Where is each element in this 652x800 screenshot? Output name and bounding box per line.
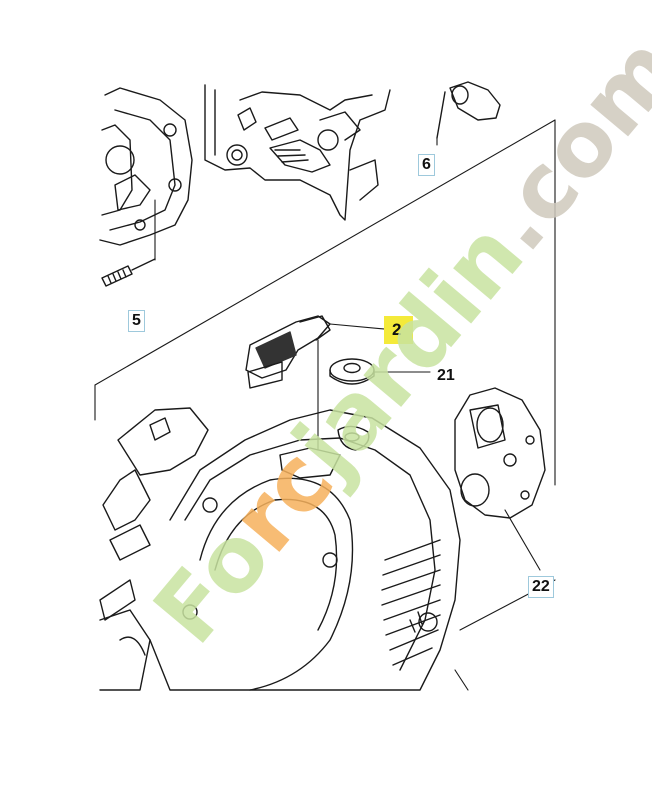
callout-5[interactable]: 5 <box>128 310 145 332</box>
washer-drawing <box>329 358 431 385</box>
crankcase-drawing <box>204 84 391 221</box>
callout-22[interactable]: 22 <box>528 576 554 598</box>
callout-2-highlighted[interactable]: 2 <box>384 316 414 344</box>
cylinder-part-drawing <box>99 87 193 246</box>
part-6-drawing <box>436 81 501 139</box>
side-tool-drawing <box>99 407 209 621</box>
flange-part-drawing <box>454 387 546 571</box>
screw-drawing <box>101 199 156 287</box>
assembly-frame-lines <box>94 119 556 631</box>
callout-6[interactable]: 6 <box>418 154 435 176</box>
cylinder-cover-drawing <box>99 409 469 691</box>
callout-21[interactable]: 21 <box>437 367 455 384</box>
